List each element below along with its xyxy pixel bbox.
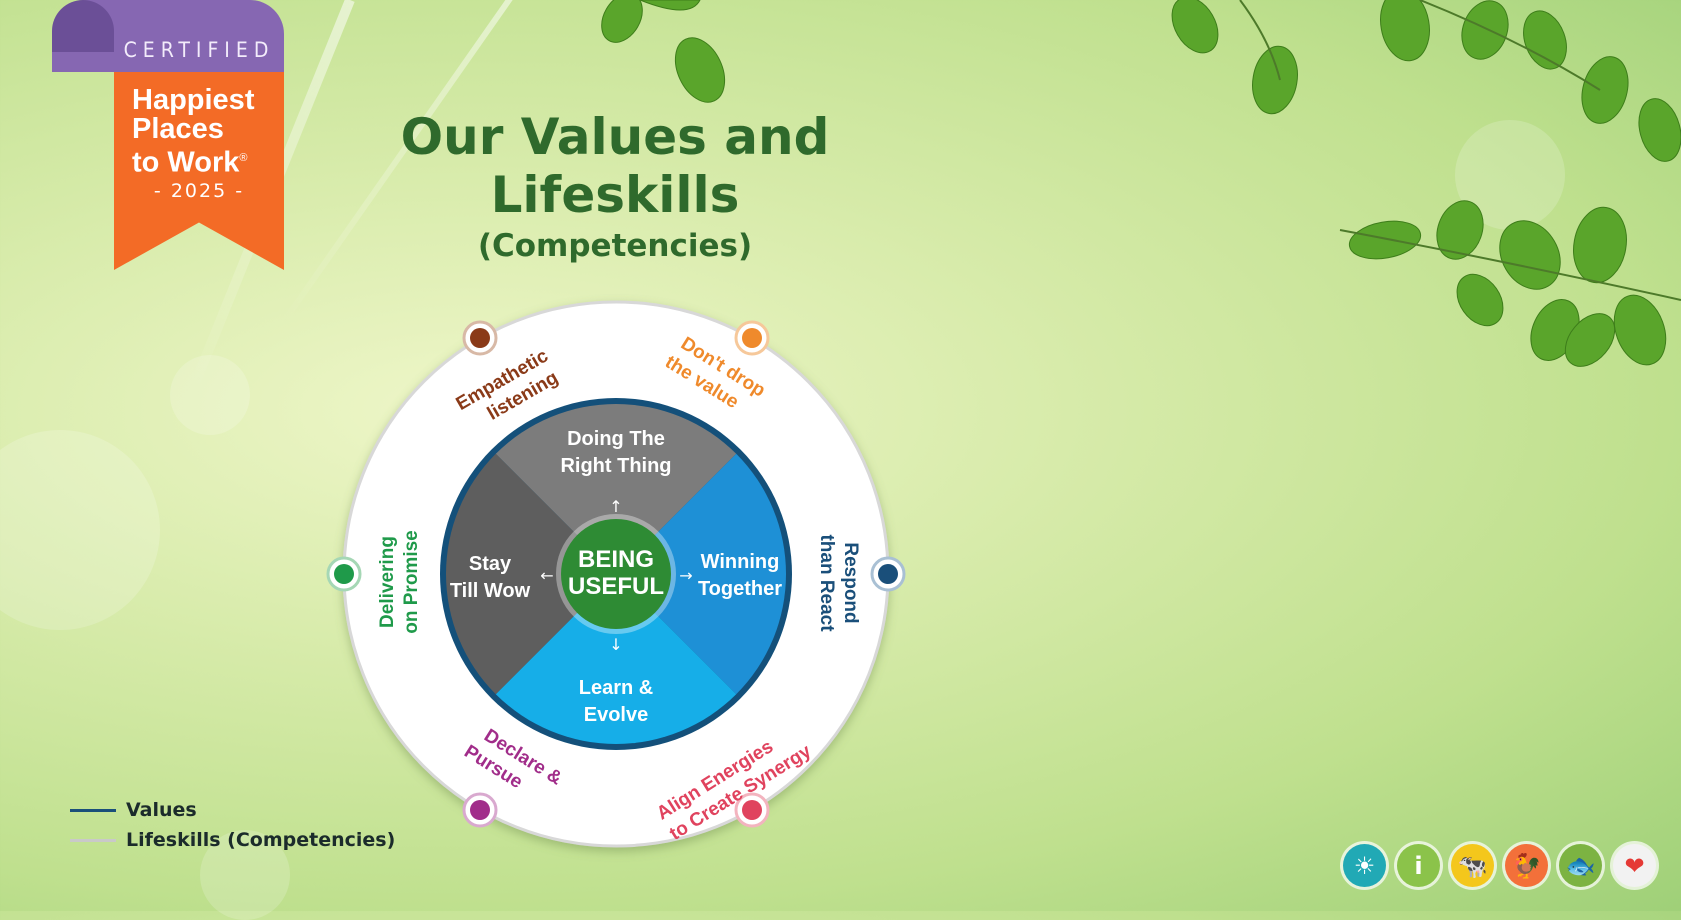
legend: Values Lifeskills (Competencies) — [70, 795, 395, 855]
center-line-2: USEFUL — [568, 573, 664, 600]
legend-label-lifeskills: Lifeskills (Competencies) — [126, 829, 395, 851]
value-right-line-2: Together — [698, 578, 782, 600]
lifeskill-dot-respond — [872, 558, 904, 590]
info-icon: i — [1397, 844, 1440, 887]
lifeskill-dot-dont-drop — [736, 322, 768, 354]
value-bottom-line-1: Learn & — [579, 677, 653, 699]
center-line-1: BEING — [578, 546, 654, 573]
value-bottom-line-2: Evolve — [584, 704, 648, 726]
arrow-right-icon: → — [679, 566, 692, 585]
cow-icon: 🐄 — [1451, 844, 1494, 887]
rooster-icon: 🐓 — [1505, 844, 1548, 887]
value-top-line-2: Right Thing — [560, 455, 671, 477]
value-right-line-1: Winning — [701, 551, 780, 573]
lifeskill-dot-delivering — [328, 558, 360, 590]
lifeskill-respond-line-1: Respond — [840, 542, 861, 623]
arrow-down-icon: ↓ — [609, 635, 622, 654]
lifeskill-respond-line-2: than React — [816, 534, 837, 632]
lifeskill-delivering-line-2: on Promise — [401, 530, 422, 633]
legend-label-values: Values — [126, 799, 197, 821]
icon-row: ☀ i 🐄 🐓 🐟 ❤ — [1343, 844, 1656, 887]
value-left-line-2: Till Wow — [450, 580, 531, 602]
sun-icon: ☀ — [1343, 844, 1386, 887]
arrow-up-icon: ↑ — [609, 497, 622, 516]
lifeskill-dot-empathetic — [464, 322, 496, 354]
value-left-line-1: Stay — [469, 553, 512, 575]
legend-line-lifeskills — [70, 839, 116, 842]
fish-icon: 🐟 — [1559, 844, 1602, 887]
value-top-line-1: Doing The — [567, 428, 665, 450]
legend-item-lifeskills: Lifeskills (Competencies) — [70, 825, 395, 855]
heart-icon: ❤ — [1613, 844, 1656, 887]
arrow-left-icon: ← — [540, 566, 553, 585]
legend-line-values — [70, 809, 116, 812]
lifeskill-dot-declare — [464, 794, 496, 826]
legend-item-values: Values — [70, 795, 395, 825]
lifeskill-delivering-line-1: Delivering — [377, 536, 398, 628]
